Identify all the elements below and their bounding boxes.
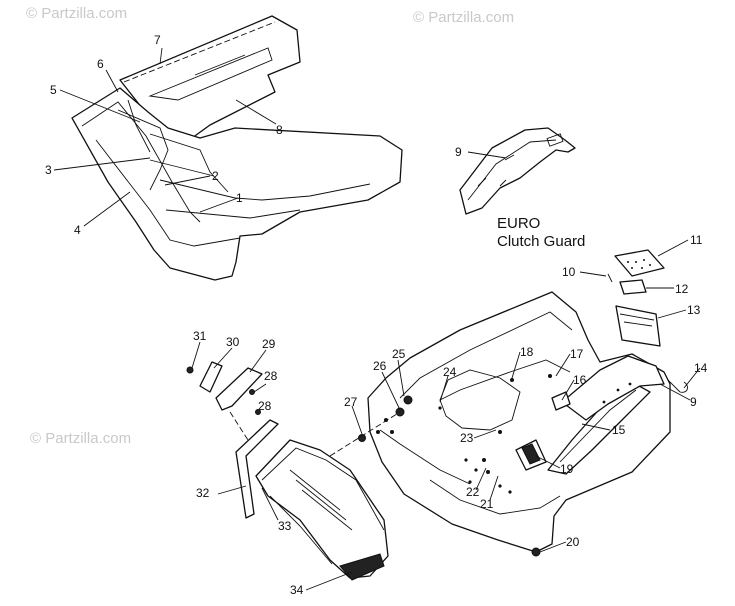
callout-7: 7 — [154, 33, 161, 47]
callout-28-lower: 28 — [258, 399, 272, 413]
callout-16: 16 — [573, 373, 587, 387]
callout-26: 26 — [373, 359, 387, 373]
callout-4: 4 — [74, 223, 81, 237]
callout-23: 23 — [460, 431, 474, 445]
callout-30: 30 — [226, 335, 240, 349]
watermark-top-left: © Partzilla.com — [26, 5, 127, 22]
callout-1: 1 — [236, 191, 243, 205]
lower-body-assembly — [329, 291, 671, 557]
callout-11: 11 — [690, 233, 703, 247]
callout-9: 9 — [690, 395, 697, 409]
callout-14: 14 — [694, 361, 708, 375]
callout-21: 21 — [480, 497, 494, 511]
callout-8: 8 — [276, 123, 283, 137]
callout-3: 3 — [45, 163, 52, 177]
callout-32: 32 — [196, 486, 210, 500]
callout-27: 27 — [344, 395, 358, 409]
callout-6: 6 — [97, 57, 104, 71]
callout-10: 10 — [562, 265, 576, 279]
callout-34: 34 — [290, 583, 304, 597]
air-intake-assembly — [186, 361, 389, 581]
callout-19: 19 — [560, 462, 574, 476]
callout-2: 2 — [212, 169, 219, 183]
callout-12: 12 — [675, 282, 689, 296]
pocket-parts — [607, 249, 688, 393]
callout-33: 33 — [278, 519, 292, 533]
callout-20: 20 — [566, 535, 580, 549]
callout-5: 5 — [50, 83, 57, 97]
callout-22: 22 — [466, 485, 480, 499]
callout-28: 28 — [264, 369, 278, 383]
clutch-guard-label: Clutch Guard — [497, 233, 585, 250]
euro-label: EURO — [497, 215, 540, 232]
upper-cover-assembly — [71, 15, 403, 281]
callout-15: 15 — [612, 423, 626, 437]
watermark-top-right: © Partzilla.com — [413, 9, 514, 26]
callout-9-euro: 9 — [455, 145, 462, 159]
callout-labels: 1 2 3 4 5 6 7 8 9 9 10 11 12 13 14 15 16… — [45, 33, 708, 597]
callout-29: 29 — [262, 337, 276, 351]
callout-25: 25 — [392, 347, 406, 361]
watermark-left: © Partzilla.com — [30, 430, 131, 447]
callout-17: 17 — [570, 347, 584, 361]
euro-clutch-guard — [459, 127, 576, 215]
callout-13: 13 — [687, 303, 701, 317]
callout-31: 31 — [193, 329, 207, 343]
callout-24: 24 — [443, 365, 457, 379]
callout-18: 18 — [520, 345, 534, 359]
leader-lines — [53, 47, 701, 591]
